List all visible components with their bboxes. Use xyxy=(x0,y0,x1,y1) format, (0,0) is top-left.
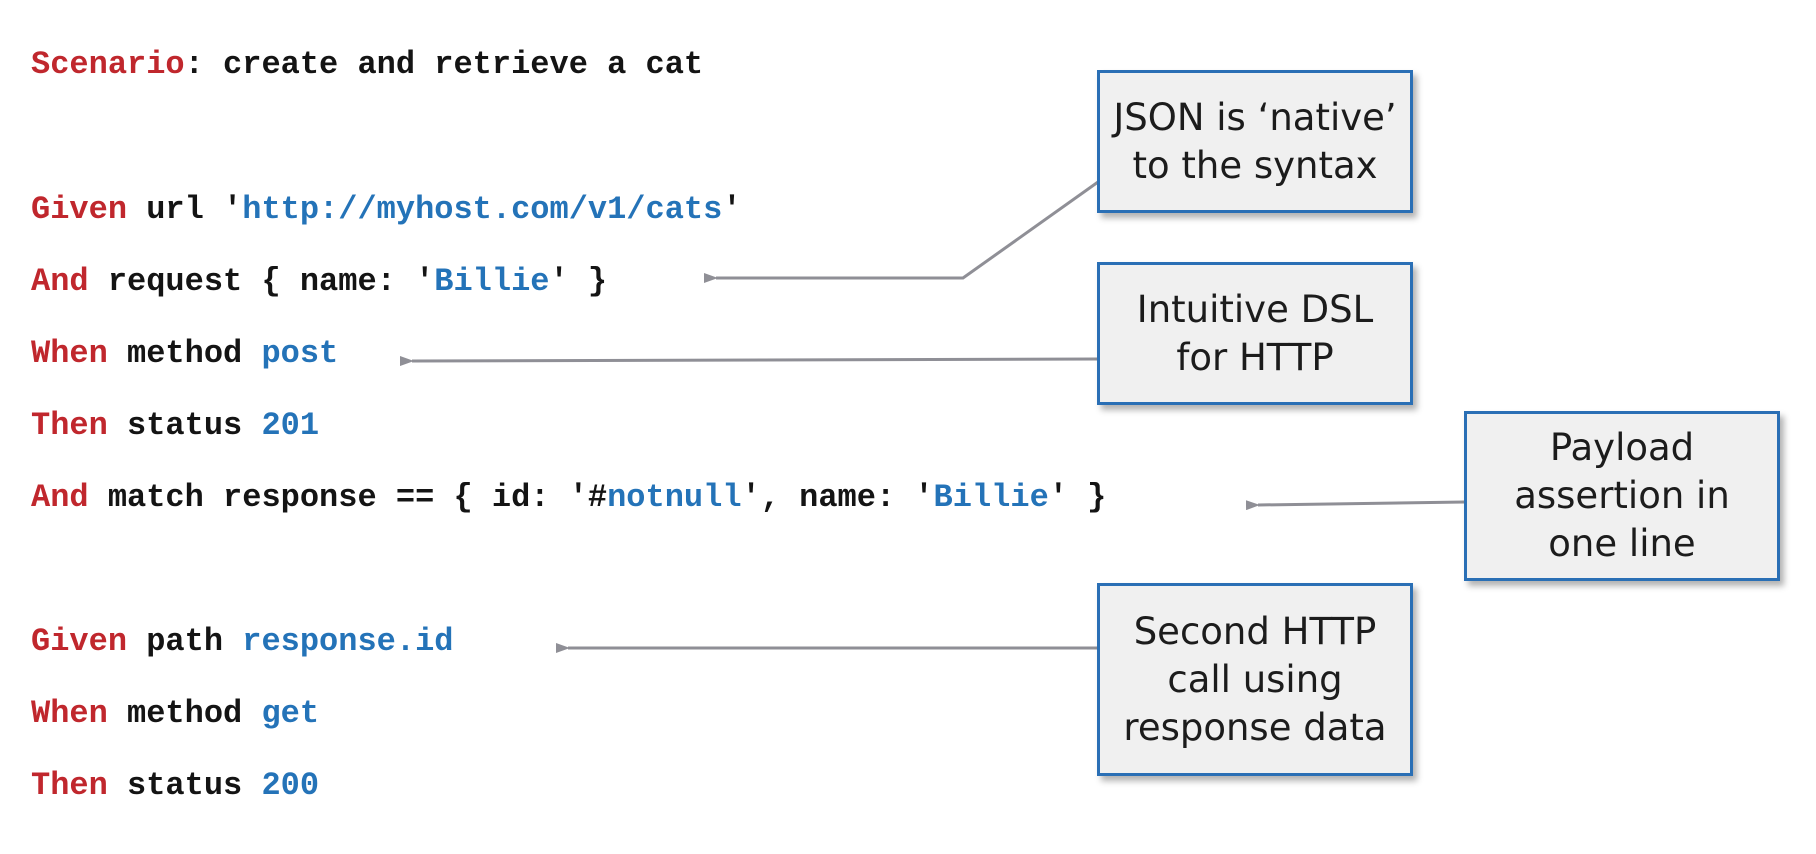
code-value: notnull xyxy=(607,479,742,516)
code-line-when-post: When method post xyxy=(31,334,338,374)
code-line-and-match: And match response == { id: '#notnull', … xyxy=(31,478,1106,518)
code-value: response.id xyxy=(242,623,454,660)
code-keyword: When xyxy=(31,335,108,372)
code-text: method xyxy=(107,335,262,372)
code-text: ' } xyxy=(1048,479,1107,516)
arrow-intuitive-dsl xyxy=(399,356,1099,367)
code-line-and-request: And request { name: 'Billie' } xyxy=(31,262,607,302)
callout-intuitive-dsl: Intuitive DSL for HTTP xyxy=(1097,262,1413,405)
code-value: post xyxy=(261,335,339,372)
code-value: 200 xyxy=(261,767,320,804)
code-text: request { name: ' xyxy=(88,263,435,300)
callout-payload-assertion-text: Payload assertion in one line xyxy=(1514,426,1730,565)
code-keyword: Scenario xyxy=(31,46,185,83)
arrow-json-native xyxy=(704,180,1099,283)
code-value: Billie xyxy=(434,263,550,300)
code-value: 201 xyxy=(261,407,320,444)
callout-second-call: Second HTTP call using response data xyxy=(1097,583,1413,776)
code-text: match response == { id: '# xyxy=(88,479,608,516)
code-keyword: Given xyxy=(31,623,128,660)
callout-json-native-text: JSON is ‘native’ to the syntax xyxy=(1113,95,1397,187)
code-text: path xyxy=(127,623,243,660)
code-text: status xyxy=(107,407,262,444)
code-text: status xyxy=(107,767,262,804)
code-keyword: And xyxy=(31,263,89,300)
code-line-scenario: Scenario: create and retrieve a cat xyxy=(31,45,703,85)
code-keyword: And xyxy=(31,479,89,516)
code-text: ' xyxy=(722,191,742,228)
callout-json-native: JSON is ‘native’ to the syntax xyxy=(1097,70,1413,213)
code-text: method xyxy=(107,695,262,732)
code-text: : create and retrieve a cat xyxy=(184,46,704,83)
callout-second-call-text: Second HTTP call using response data xyxy=(1123,609,1387,749)
code-line-when-get: When method get xyxy=(31,694,319,734)
arrow-payload-assertion xyxy=(1245,500,1466,511)
code-keyword: Then xyxy=(31,767,108,804)
code-line-given-url: Given url 'http://myhost.com/v1/cats' xyxy=(31,190,742,230)
code-text: ', name: ' xyxy=(741,479,934,516)
code-value: Billie xyxy=(933,479,1049,516)
code-line-given-path: Given path response.id xyxy=(31,622,453,662)
code-keyword: Given xyxy=(31,191,128,228)
code-value: http://myhost.com/v1/cats xyxy=(242,191,723,228)
code-keyword: When xyxy=(31,695,108,732)
code-line-then-200: Then status 200 xyxy=(31,766,319,806)
code-text: url ' xyxy=(127,191,243,228)
code-value: get xyxy=(261,695,320,732)
code-line-then-201: Then status 201 xyxy=(31,406,319,446)
code-text: ' } xyxy=(549,263,608,300)
callout-payload-assertion: Payload assertion in one line xyxy=(1464,411,1780,581)
code-keyword: Then xyxy=(31,407,108,444)
callout-intuitive-dsl-text: Intuitive DSL for HTTP xyxy=(1136,287,1374,379)
